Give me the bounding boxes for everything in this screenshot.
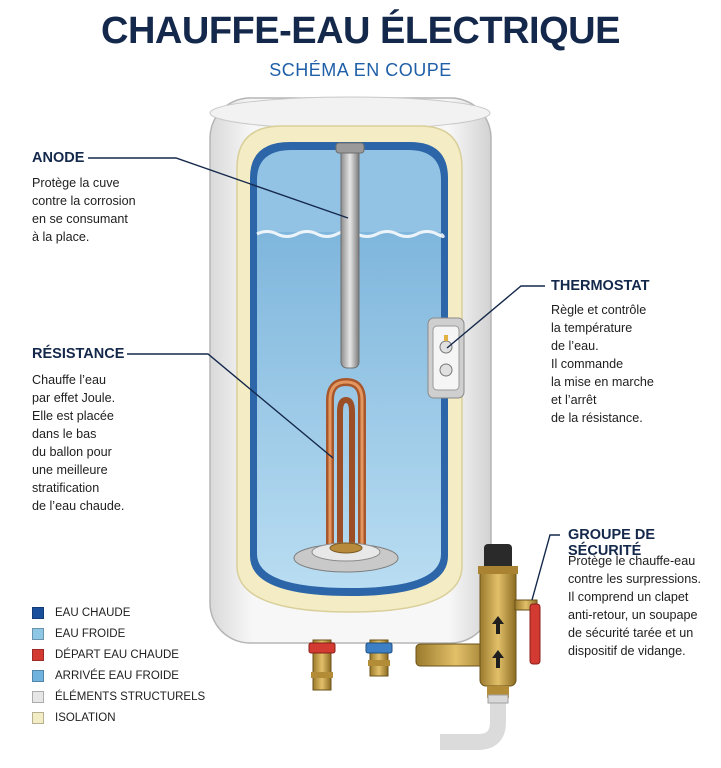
anode-leader-line: [88, 157, 349, 219]
resistance-leader-line: [127, 353, 334, 459]
legend-swatch: [32, 711, 44, 724]
legend-label: DÉPART EAU CHAUDE: [55, 648, 179, 661]
anode-description: Protège la cuve contre la corrosion en s…: [32, 176, 136, 244]
legend-label: EAU FROIDE: [55, 627, 126, 640]
legend-swatch: [32, 606, 44, 619]
legend-label: ISOLATION: [55, 711, 116, 724]
hot-water-outlet-pipe: [308, 639, 336, 691]
legend-swatch: [32, 627, 44, 640]
legend-item: DÉPART EAU CHAUDE: [32, 644, 205, 665]
legend-label: ARRIVÉE EAU FROIDE: [55, 669, 179, 682]
thermostat-title: THERMOSTAT: [551, 278, 650, 294]
diagram-subtitle: SCHÉMA EN COUPE: [269, 60, 452, 80]
safety-group-valve: [415, 544, 541, 698]
legend-item: ÉLÉMENTS STRUCTURELS: [32, 686, 205, 707]
legend-item: ISOLATION: [32, 707, 205, 728]
groupe-securite-title: GROUPE DE SÉCURITÉ: [568, 527, 656, 559]
resistance-title: RÉSISTANCE: [32, 346, 125, 362]
anode-title: ANODE: [32, 150, 85, 166]
legend-swatch: [32, 690, 44, 703]
anode-rod: [335, 142, 365, 369]
diagram-title: CHAUFFE-EAU ÉLECTRIQUE: [101, 10, 620, 52]
legend: EAU CHAUDE EAU FROIDE DÉPART EAU CHAUDE ARR…: [32, 602, 205, 728]
thermostat-description: Règle et contrôle la température de l’ea…: [551, 303, 654, 425]
legend-label: ÉLÉMENTS STRUCTURELS: [55, 690, 206, 703]
legend-item: ARRIVÉE EAU FROIDE: [32, 665, 205, 686]
thermostat-unit: [427, 317, 465, 399]
cold-water-inlet-pipe: [365, 639, 393, 677]
legend-swatch: [32, 669, 44, 682]
resistance-description: Chauffe l’eau par effet Joule. Elle est …: [32, 373, 125, 513]
groupe-securite-description: Protège le chauffe-eau contre les surpre…: [568, 554, 701, 658]
legend-item: EAU FROIDE: [32, 623, 205, 644]
legend-swatch: [32, 648, 44, 661]
thermostat-leader-line: [446, 285, 545, 349]
legend-label: EAU CHAUDE: [55, 606, 131, 619]
legend-item: EAU CHAUDE: [32, 602, 205, 623]
groupe-leader-line: [531, 534, 560, 601]
drain-pipe: [440, 694, 509, 750]
heating-element: [293, 377, 399, 573]
